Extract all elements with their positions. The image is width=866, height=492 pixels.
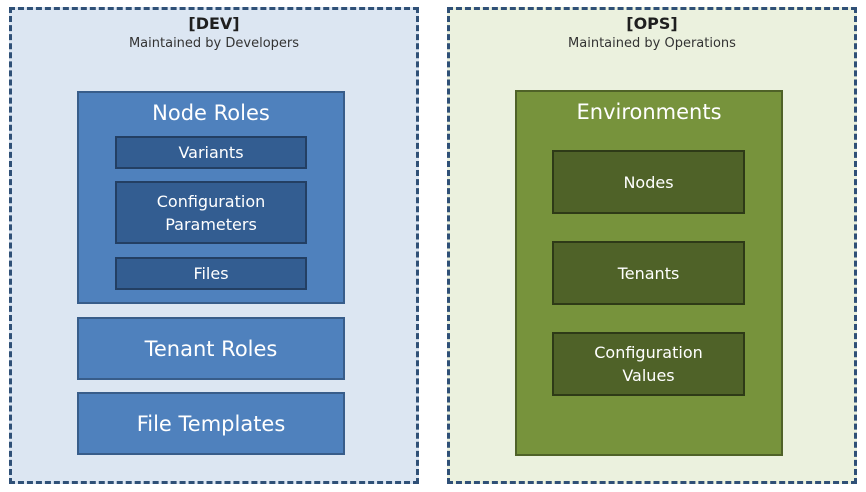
configuration-values-box: Configuration Values [552,332,745,396]
file-templates-label: File Templates [136,411,286,436]
tenant-roles-label: Tenant Roles [144,336,278,361]
file-templates-box: File Templates [77,392,345,455]
configuration-values-label: Configuration Values [594,343,703,385]
variants-box: Variants [115,136,307,169]
ops-zone: [OPS] Maintained by Operations Environme… [447,7,857,484]
ops-zone-subtitle: Maintained by Operations [568,36,736,51]
ops-zone-title: [OPS] [626,14,678,33]
tenants-label: Tenants [617,263,680,283]
tenant-roles-box: Tenant Roles [77,317,345,380]
tenants-box: Tenants [552,241,745,305]
configuration-parameters-box: Configuration Parameters [115,181,307,244]
files-box: Files [115,257,307,290]
variants-label: Variants [178,143,244,162]
configuration-parameters-label: Configuration Parameters [156,191,266,234]
dev-zone: [DEV] Maintained by Developers Node Role… [9,7,419,484]
environments-title: Environments [576,100,722,124]
nodes-label: Nodes [623,172,674,192]
nodes-box: Nodes [552,150,745,214]
environments-box: Environments Nodes Tenants Configuration… [515,90,783,456]
node-roles-title: Node Roles [152,101,270,125]
files-label: Files [193,264,229,283]
dev-zone-title: [DEV] [188,14,240,33]
dev-zone-subtitle: Maintained by Developers [128,36,300,51]
node-roles-box: Node Roles Variants Configuration Parame… [77,91,345,304]
